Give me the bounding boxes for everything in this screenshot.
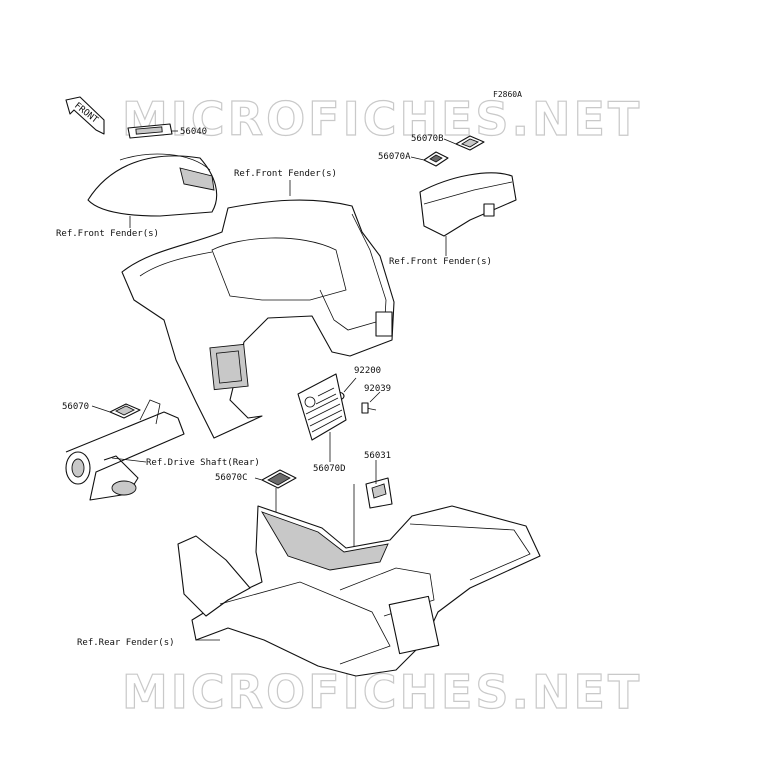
decal-56070B <box>455 135 485 151</box>
bolt-92039 <box>361 391 381 414</box>
front-arrow-icon: FRONT <box>65 96 105 135</box>
label-56070C: 56070C <box>215 473 248 483</box>
front-fender <box>121 199 395 439</box>
label-ref-front-fender-top: Ref.Front Fender(s) <box>234 169 337 179</box>
label-56031: 56031 <box>364 451 391 461</box>
rear-fender <box>177 505 541 677</box>
decal-56070A <box>423 151 449 167</box>
front-right-cover <box>419 172 517 256</box>
label-56040: 56040 <box>180 127 207 137</box>
label-92200: 92200 <box>354 366 381 376</box>
label-92039: 92039 <box>364 384 391 394</box>
label-ref-drive-shaft: Ref.Drive Shaft(Rear) <box>146 458 260 468</box>
watermark-top: MICROFICHES.NET <box>122 92 642 146</box>
label-56070A: 56070A <box>378 152 411 162</box>
label-56070B: 56070B <box>411 134 444 144</box>
decal-56070D <box>297 373 347 462</box>
decal-56040 <box>127 123 178 139</box>
watermark-bottom: MICROFICHES.NET <box>122 665 642 719</box>
decal-56070 <box>109 403 141 419</box>
label-56070: 56070 <box>62 402 89 412</box>
label-ref-front-fender-right: Ref.Front Fender(s) <box>389 257 492 267</box>
label-56070D: 56070D <box>313 464 346 474</box>
label-ref-rear-fender: Ref.Rear Fender(s) <box>77 638 175 648</box>
drive-shaft <box>65 399 185 501</box>
diagram-code: F2860A <box>493 90 522 99</box>
label-ref-front-fender-left: Ref.Front Fender(s) <box>56 229 159 239</box>
front-left-cover <box>87 153 218 228</box>
